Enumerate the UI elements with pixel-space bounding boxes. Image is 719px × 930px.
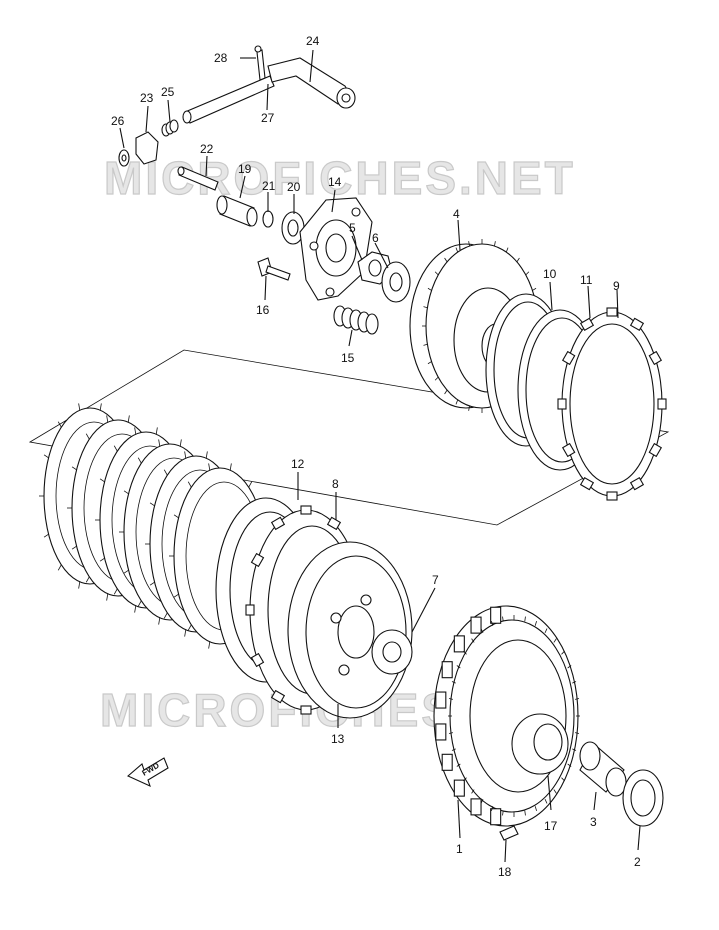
- part-label-23: 23: [140, 91, 154, 105]
- leader-lines: [119, 49, 641, 863]
- part-label-12: 12: [291, 457, 305, 471]
- part-label-7: 7: [432, 573, 439, 587]
- fwd-arrow: FWD: [126, 757, 169, 788]
- part-label-19: 19: [238, 162, 252, 176]
- part-label-16: 16: [256, 303, 270, 317]
- part-label-2: 2: [634, 855, 641, 869]
- pressure-plate: [299, 197, 373, 301]
- part-label-5: 5: [349, 221, 356, 235]
- part-label-3: 3: [590, 815, 597, 829]
- watermark-top: MICROFICHES.NET: [104, 152, 576, 204]
- part-label-6: 6: [372, 231, 379, 245]
- part-label-9: 9: [613, 279, 620, 293]
- part-labels: 1 2 3 4 5 6 7 8 9 10 11 12 13 14 15 16 1…: [111, 34, 641, 879]
- part-label-21: 21: [262, 179, 276, 193]
- part-label-8: 8: [332, 477, 339, 491]
- part-label-1: 1: [456, 842, 463, 856]
- pin: [499, 825, 519, 841]
- part-label-22: 22: [200, 142, 214, 156]
- part-label-10: 10: [543, 267, 557, 281]
- part-label-26: 26: [111, 114, 125, 128]
- part-label-17: 17: [544, 819, 558, 833]
- clutch-spring: [333, 305, 379, 335]
- part-label-27: 27: [261, 111, 275, 125]
- part-label-28: 28: [214, 51, 228, 65]
- part-label-20: 20: [287, 180, 301, 194]
- spacer: [579, 741, 627, 797]
- clutch-hub: [287, 541, 413, 719]
- part-label-11: 11: [580, 273, 593, 287]
- part-label-14: 14: [328, 175, 342, 189]
- part-label-25: 25: [161, 85, 175, 99]
- part-label-4: 4: [453, 207, 460, 221]
- release-small-parts: [118, 119, 305, 245]
- clutch-plate-stack: [39, 403, 271, 649]
- primary-driven-gear-assembly: [433, 605, 580, 827]
- part-label-15: 15: [341, 351, 355, 365]
- bolt: [257, 257, 291, 281]
- part-label-24: 24: [306, 34, 320, 48]
- plate-pack-frame: [28, 349, 670, 526]
- drive-plate-no2: [557, 307, 667, 501]
- thrust-washer: [371, 629, 413, 675]
- part-label-18: 18: [498, 865, 512, 879]
- washer: [622, 769, 664, 827]
- part-label-13: 13: [331, 732, 345, 746]
